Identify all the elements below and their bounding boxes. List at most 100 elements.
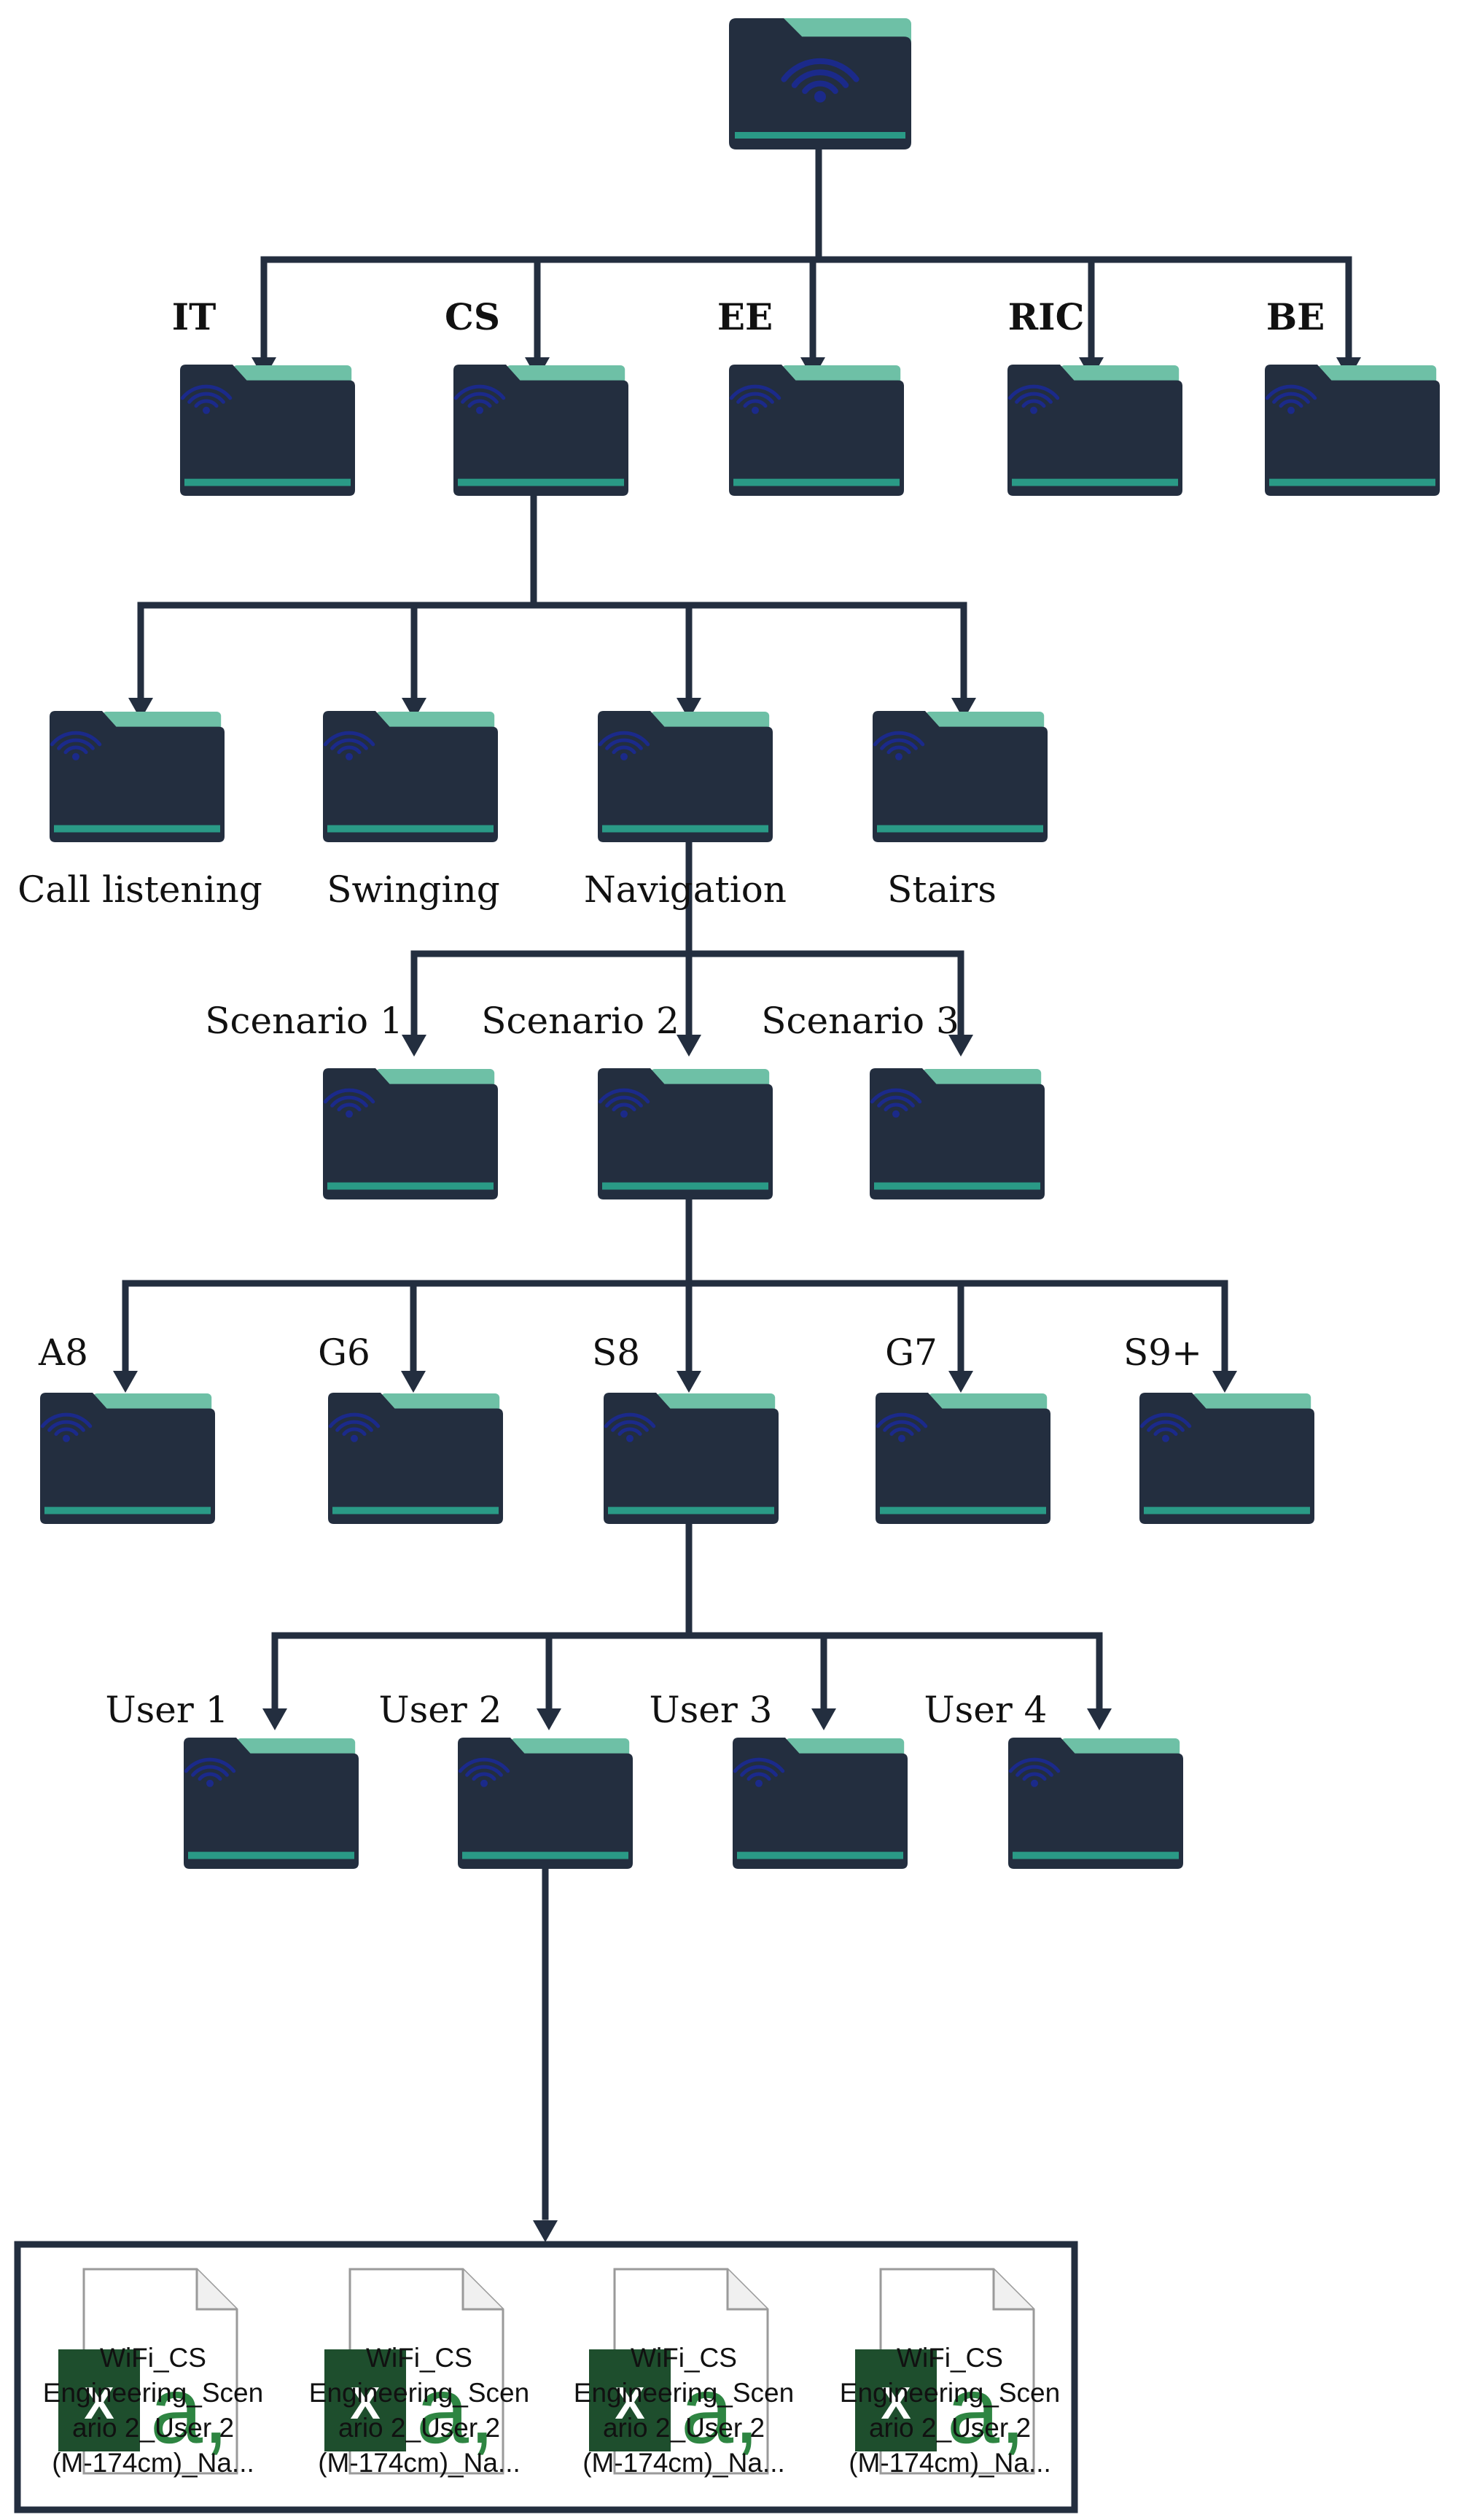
folder-user-4[interactable]: [1008, 1738, 1183, 1869]
folder-activity-1[interactable]: [323, 711, 498, 842]
folder-dept-be[interactable]: [1265, 365, 1440, 496]
folder-user-1[interactable]: [184, 1738, 359, 1869]
label-device-3: G7: [885, 1331, 937, 1374]
label-dept-it: IT: [171, 295, 217, 338]
wifi-icon: [729, 384, 781, 414]
svg-text:X: X: [350, 2379, 380, 2429]
activity-connector-head: [128, 698, 153, 720]
folder-device-2[interactable]: [604, 1393, 779, 1524]
file-name-line: WiFi_CS: [631, 2343, 737, 2373]
folder-activity-0[interactable]: [50, 711, 225, 842]
folder-device-1[interactable]: [328, 1393, 503, 1524]
device-connector-head: [401, 1371, 426, 1393]
label-user-2: User 2: [378, 1689, 502, 1731]
label-activity-2: Navigation: [583, 868, 787, 911]
label-dept-ee: EE: [717, 295, 773, 338]
wifi-icon: [870, 1088, 922, 1118]
device-connector-head: [1212, 1371, 1237, 1393]
file-name-line: WiFi_CS: [366, 2343, 472, 2373]
file-name-line: ario 2_User 2: [71, 2413, 235, 2443]
label-device-1: G6: [318, 1331, 370, 1374]
wifi-icon: [733, 1757, 785, 1787]
user-connector-head: [537, 1708, 561, 1730]
wifi-icon: [323, 731, 375, 761]
label-user-3: User 3: [649, 1689, 773, 1731]
wifi-icon: [453, 384, 506, 414]
label-dept-cs: CS: [445, 295, 500, 338]
label-activity-0: Call listening: [17, 868, 262, 911]
sheet-glyph-icon: a,: [681, 2357, 760, 2463]
files-container: [14, 2241, 1078, 2513]
scenario-connector-head: [948, 1035, 973, 1057]
file-name-line: Engineering_Scen: [573, 2378, 795, 2408]
wifi-icon: [1139, 1412, 1192, 1442]
scenario-connector-head: [402, 1035, 426, 1057]
sheet-glyph-icon: a,: [150, 2357, 229, 2463]
file-name-line: (M-174cm)_Na...: [582, 2448, 785, 2478]
label-scenario-3: Scenario 3: [761, 1000, 959, 1042]
sheet-glyph-icon: a,: [416, 2357, 495, 2463]
wifi-icon: [1265, 384, 1317, 414]
wifi-icon: [328, 1412, 381, 1442]
folder-activity-2[interactable]: [598, 711, 773, 842]
device-connector-head: [677, 1371, 701, 1393]
folder-activity-3[interactable]: [873, 711, 1048, 842]
folder-user-3[interactable]: [733, 1738, 908, 1869]
label-activity-3: Stairs: [887, 868, 997, 911]
wifi-icon: [873, 731, 925, 761]
label-device-4: S9+: [1123, 1331, 1202, 1374]
wifi-icon: [604, 1412, 656, 1442]
label-dept-ric: RIC: [1007, 295, 1085, 338]
wifi-icon: [323, 1088, 375, 1118]
file-name-line: ario 2_User 2: [338, 2413, 501, 2443]
wifi-icon: [184, 1757, 236, 1787]
file-name-line: ario 2_User 2: [868, 2413, 1032, 2443]
svg-text:X: X: [881, 2379, 911, 2429]
folder-device-4[interactable]: [1139, 1393, 1314, 1524]
wifi-icon: [180, 384, 233, 414]
excel-x-icon: [589, 2349, 671, 2451]
user-connector-head: [811, 1708, 836, 1730]
folder-scenario-2[interactable]: [598, 1068, 773, 1199]
label-device-2: S8: [591, 1331, 641, 1374]
wifi-icon: [876, 1412, 928, 1442]
file-name-line: WiFi_CS: [100, 2343, 206, 2373]
device-connector-head: [948, 1371, 973, 1393]
folder-dept-ric[interactable]: [1007, 365, 1182, 496]
label-scenario-1: Scenario 1: [205, 1000, 403, 1042]
excel-x-icon: [324, 2349, 406, 2451]
wifi-icon: [598, 1088, 650, 1118]
wifi-icon: [40, 1412, 93, 1442]
label-scenario-2: Scenario 2: [481, 1000, 679, 1042]
svg-text:X: X: [615, 2379, 644, 2429]
sheet-glyph-icon: a,: [947, 2357, 1026, 2463]
folder-device-3[interactable]: [876, 1393, 1050, 1524]
folder-dept-it[interactable]: [180, 365, 355, 496]
folder-scenario-3[interactable]: [870, 1068, 1045, 1199]
label-activity-1: Swinging: [327, 868, 500, 911]
wifi-icon: [781, 58, 859, 103]
root-folder[interactable]: [729, 18, 911, 149]
folder-device-0[interactable]: [40, 1393, 215, 1524]
file-name-line: Engineering_Scen: [308, 2378, 530, 2408]
activity-connector-head: [402, 698, 426, 720]
activity-connector-head: [677, 698, 701, 720]
label-user-1: User 1: [105, 1689, 229, 1731]
excel-x-icon: [855, 2349, 937, 2451]
folder-dept-ee[interactable]: [729, 365, 904, 496]
scenario-connector-head: [677, 1035, 701, 1057]
folder-user-2[interactable]: [458, 1738, 633, 1869]
folder-dept-cs[interactable]: [453, 365, 628, 496]
wifi-icon: [598, 731, 650, 761]
folder-scenario-1[interactable]: [323, 1068, 498, 1199]
